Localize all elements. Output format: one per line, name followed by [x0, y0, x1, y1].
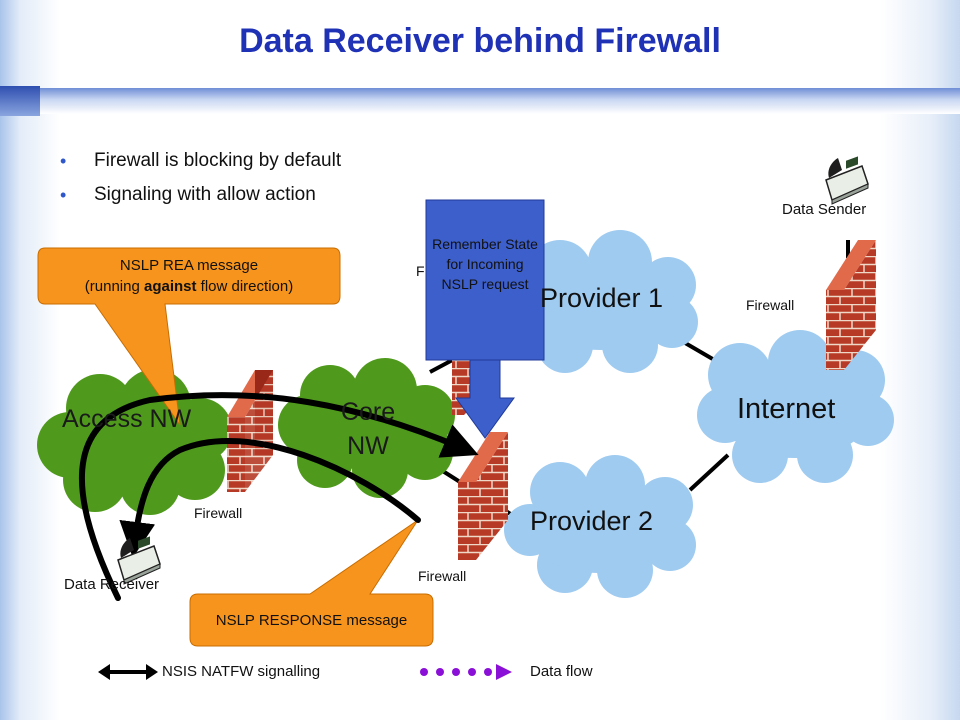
access-nw-cloud: [37, 369, 232, 515]
rea-callout-shape: [37, 247, 341, 426]
rea-callout-line2: (running against flow direction): [38, 276, 340, 297]
internet-text: Internet: [737, 393, 836, 425]
rea-callout-text: NSLP REA message (running against flow d…: [38, 255, 340, 297]
firewall-sender: [826, 240, 876, 370]
link-provider2-internet: [688, 453, 730, 492]
slide-title: Data Receiver behind Firewall: [239, 22, 721, 60]
legend: [98, 664, 512, 680]
response-callout-shape: [189, 519, 434, 647]
bullet-item: • Firewall is blocking by default: [60, 144, 341, 178]
data-sender-phone-icon: [825, 156, 869, 205]
data-receiver-label: Data Receiver: [64, 576, 160, 593]
provider2-label: Provider 2: [530, 506, 653, 537]
provider1-label: Provider 1: [540, 283, 663, 314]
title-underline-bar: [0, 88, 960, 114]
provider2-cloud: [504, 455, 696, 598]
firewall-provider2: [458, 432, 508, 560]
legend-arrow-right-icon: [146, 664, 158, 680]
rea-line2-pre: (running: [84, 278, 144, 295]
access-nw-label: Access NW: [62, 402, 191, 436]
response-callout-text: NSLP RESPONSE message: [215, 612, 408, 629]
bullet-list: • Firewall is blocking by default • Sign…: [60, 144, 341, 212]
internet-cloud: [697, 330, 894, 483]
firewall-label-provider2: Firewall: [418, 568, 467, 584]
legend-data-flow-arrow-icon: [496, 664, 512, 680]
firewall-access-core: [227, 370, 273, 492]
bullet-dot-icon: •: [60, 150, 67, 171]
access-nw-text: Access NW: [62, 405, 192, 433]
signalling-path-rea: [78, 392, 479, 601]
internet-label: Internet: [737, 393, 835, 426]
bullet-text: Firewall is blocking by default: [94, 150, 342, 171]
remember-state-callout: [425, 199, 545, 439]
firewall-label-sender: Firewall: [746, 297, 795, 313]
data-sender-label: Data Sender: [782, 201, 867, 218]
provider1-text: Provider 1: [540, 283, 664, 313]
data-receiver-phone-icon: [117, 536, 161, 585]
rea-callout-line1: NSLP REA message: [119, 257, 259, 274]
legend-arrow-left-icon: [98, 664, 110, 680]
signalling-path-response: [119, 438, 421, 558]
legend-data-flow-dots: [420, 668, 492, 676]
rea-line2-bold: against: [143, 278, 197, 295]
core-nw-label: Core NW: [318, 395, 418, 463]
firewall-label-access: Firewall: [194, 505, 243, 521]
signalling-paths: [78, 392, 479, 601]
legend-data-flow-label: Data flow: [530, 663, 593, 680]
provider2-text: Provider 2: [530, 506, 654, 536]
rea-line2-post: flow direction): [196, 278, 294, 295]
firewall-label-provider1-partial: F: [416, 263, 425, 279]
bullet-dot-icon: •: [60, 184, 67, 205]
bullet-item: • Signaling with allow action: [60, 178, 341, 212]
core-nw-text: Core NW: [340, 398, 396, 460]
remember-state-text: Remember State for Incoming NSLP request: [432, 236, 538, 292]
bullet-text: Signaling with allow action: [94, 184, 316, 205]
legend-signalling-label: NSIS NATFW signalling: [162, 663, 321, 680]
title-bar-accent: [0, 86, 40, 116]
